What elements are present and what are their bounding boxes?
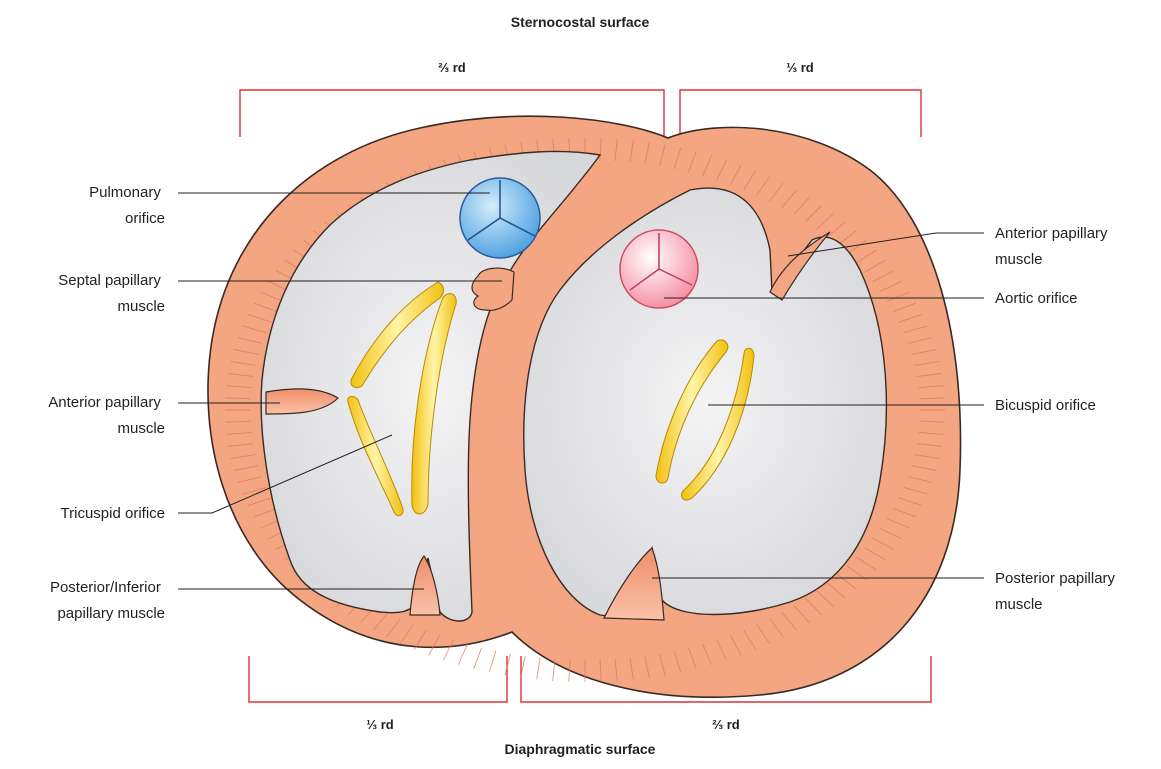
label-bicuspid-orifice: Bicuspid orifice xyxy=(995,397,1096,414)
bottom-left-fraction: ⅓ rd xyxy=(366,717,394,732)
wall-hatch-stroke xyxy=(459,644,468,665)
top-left-fraction: ⅔ rd xyxy=(438,60,466,75)
rv-septal-papillary-muscle xyxy=(472,268,514,310)
wall-hatch-stroke xyxy=(489,651,496,672)
diaphragmatic-surface-heading: Diaphragmatic surface xyxy=(505,741,656,757)
label-lv-posterior-papillary-muscle: Posterior papillary muscle xyxy=(995,570,1119,613)
sternocostal-surface-heading: Sternocostal surface xyxy=(511,14,650,30)
label-lv-anterior-papillary-muscle: Anterior papillary muscle xyxy=(995,225,1112,268)
label-rv-posterior-papillary-muscle: Posterior/Inferior papillary muscle xyxy=(50,579,165,622)
pulmonary-orifice-valve xyxy=(460,178,540,258)
aortic-orifice-valve xyxy=(620,230,698,308)
label-septal-papillary-muscle: Septal papillary muscle xyxy=(58,272,165,315)
top-right-fraction: ⅓ rd xyxy=(786,60,814,75)
label-aortic-orifice: Aortic orifice xyxy=(995,290,1078,307)
wall-hatch-stroke xyxy=(537,658,540,680)
label-pulmonary-orifice: Pulmonary orifice xyxy=(89,184,165,227)
wall-hatch-stroke xyxy=(474,648,482,669)
bottom-left-bracket xyxy=(249,656,507,702)
label-tricuspid-orifice: Tricuspid orifice xyxy=(61,505,165,522)
label-rv-anterior-papillary-muscle: Anterior papillary muscle xyxy=(48,394,165,437)
bottom-right-fraction: ⅔ rd xyxy=(712,717,740,732)
